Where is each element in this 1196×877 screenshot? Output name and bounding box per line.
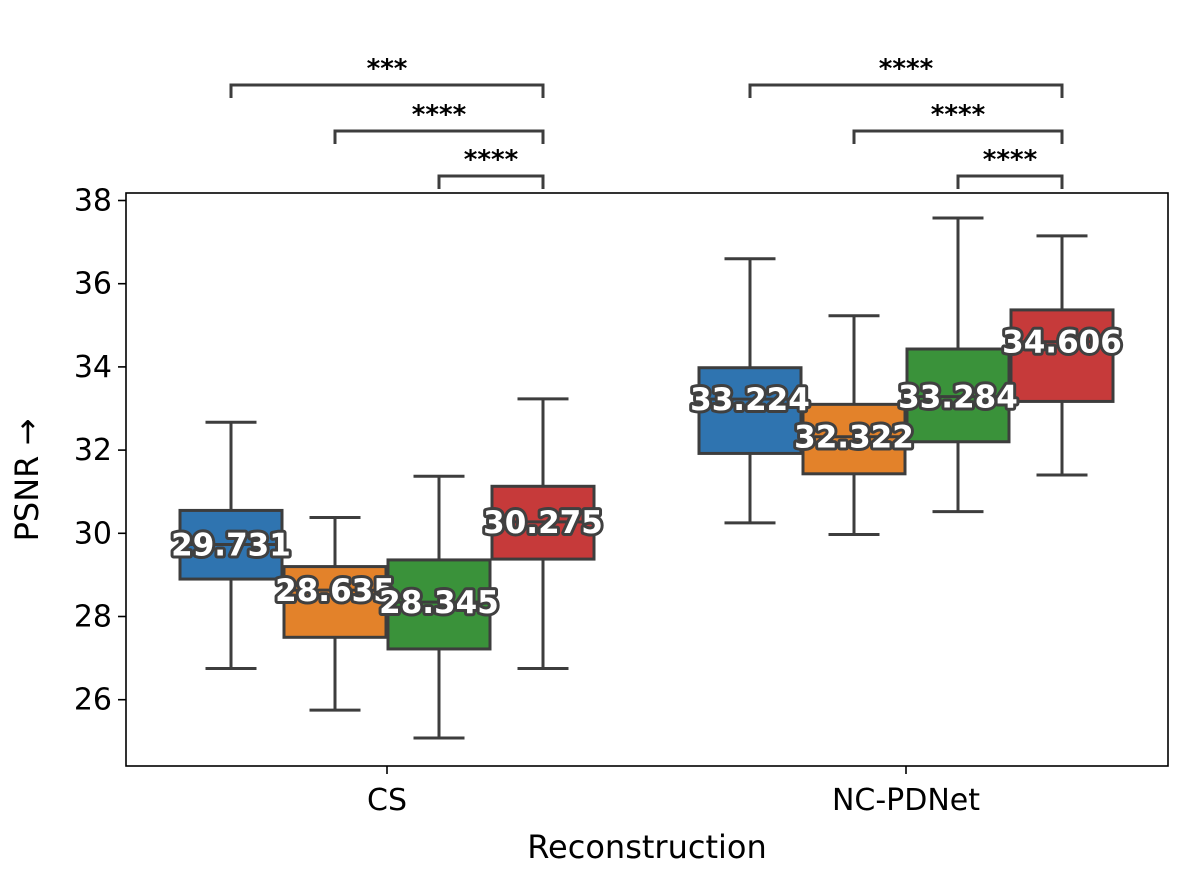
- median-value-label: 28.345: [379, 585, 499, 621]
- bracket-line: [229, 83, 545, 98]
- y-axis: 26 28 30 32 34 36 38: [74, 184, 126, 718]
- significance-bracket: ****: [748, 54, 1064, 98]
- x-axis-label: Reconstruction: [527, 828, 766, 866]
- box-iqr: [697, 366, 803, 455]
- significance-annotations: ***********************: [229, 54, 1064, 189]
- bracket-line: [852, 129, 1064, 144]
- box-nc-pdnet-0: [697, 257, 803, 525]
- box-iqr: [801, 402, 907, 476]
- box-cs-1: [282, 515, 388, 712]
- box-nc-pdnet-3: [1009, 234, 1115, 477]
- y-tick-label: 30: [74, 516, 112, 551]
- median-value-label: 29.731: [171, 527, 291, 563]
- significance-label: ****: [464, 145, 519, 175]
- significance-label: ***: [367, 54, 408, 84]
- median-value-label: 34.606: [1002, 325, 1122, 361]
- significance-bracket: ****: [852, 100, 1064, 144]
- significance-label: ****: [931, 100, 986, 130]
- x-axis: CS NC-PDNet: [367, 766, 980, 818]
- median-value-label: 33.284: [898, 380, 1018, 416]
- significance-bracket: ***: [229, 54, 545, 98]
- bracket-line: [956, 174, 1064, 189]
- y-tick-label: 36: [74, 267, 112, 302]
- significance-label: ****: [983, 145, 1038, 175]
- plot-frame: [125, 192, 1169, 767]
- significance-label: ****: [879, 54, 934, 84]
- y-tick-label: 34: [74, 350, 112, 385]
- y-tick-label: 28: [74, 600, 112, 635]
- y-tick-label: 38: [74, 184, 112, 219]
- box-plot-area: 29.731 33.224 28.635 32.322 28.345 33.284 30.2…: [168, 216, 1125, 740]
- y-tick-label: 26: [74, 683, 112, 718]
- y-axis-label: PSNR →: [8, 419, 46, 542]
- x-tick-label: NC-PDNet: [832, 783, 980, 818]
- box-iqr: [282, 565, 388, 639]
- box-cs-2: [386, 474, 492, 740]
- box-iqr: [386, 558, 492, 651]
- median-value-label: 28.635: [275, 573, 395, 609]
- median-value-label: 32.322: [794, 420, 914, 456]
- significance-label: ****: [412, 100, 467, 130]
- bracket-line: [437, 174, 545, 189]
- box-cs-3: [490, 397, 596, 670]
- box-nc-pdnet-1: [801, 314, 907, 537]
- x-tick-label: CS: [367, 783, 407, 818]
- significance-bracket: ****: [333, 100, 545, 144]
- bracket-line: [333, 129, 545, 144]
- median-value-label: 30.275: [483, 505, 603, 541]
- significance-bracket: ****: [437, 145, 545, 189]
- median-value-label: 33.224: [690, 382, 810, 418]
- y-tick-label: 32: [74, 433, 112, 468]
- box-cs-0: [178, 420, 284, 670]
- bracket-line: [748, 83, 1064, 98]
- box-iqr: [1009, 308, 1115, 403]
- significance-bracket: ****: [956, 145, 1064, 189]
- box-nc-pdnet-2: [905, 216, 1011, 514]
